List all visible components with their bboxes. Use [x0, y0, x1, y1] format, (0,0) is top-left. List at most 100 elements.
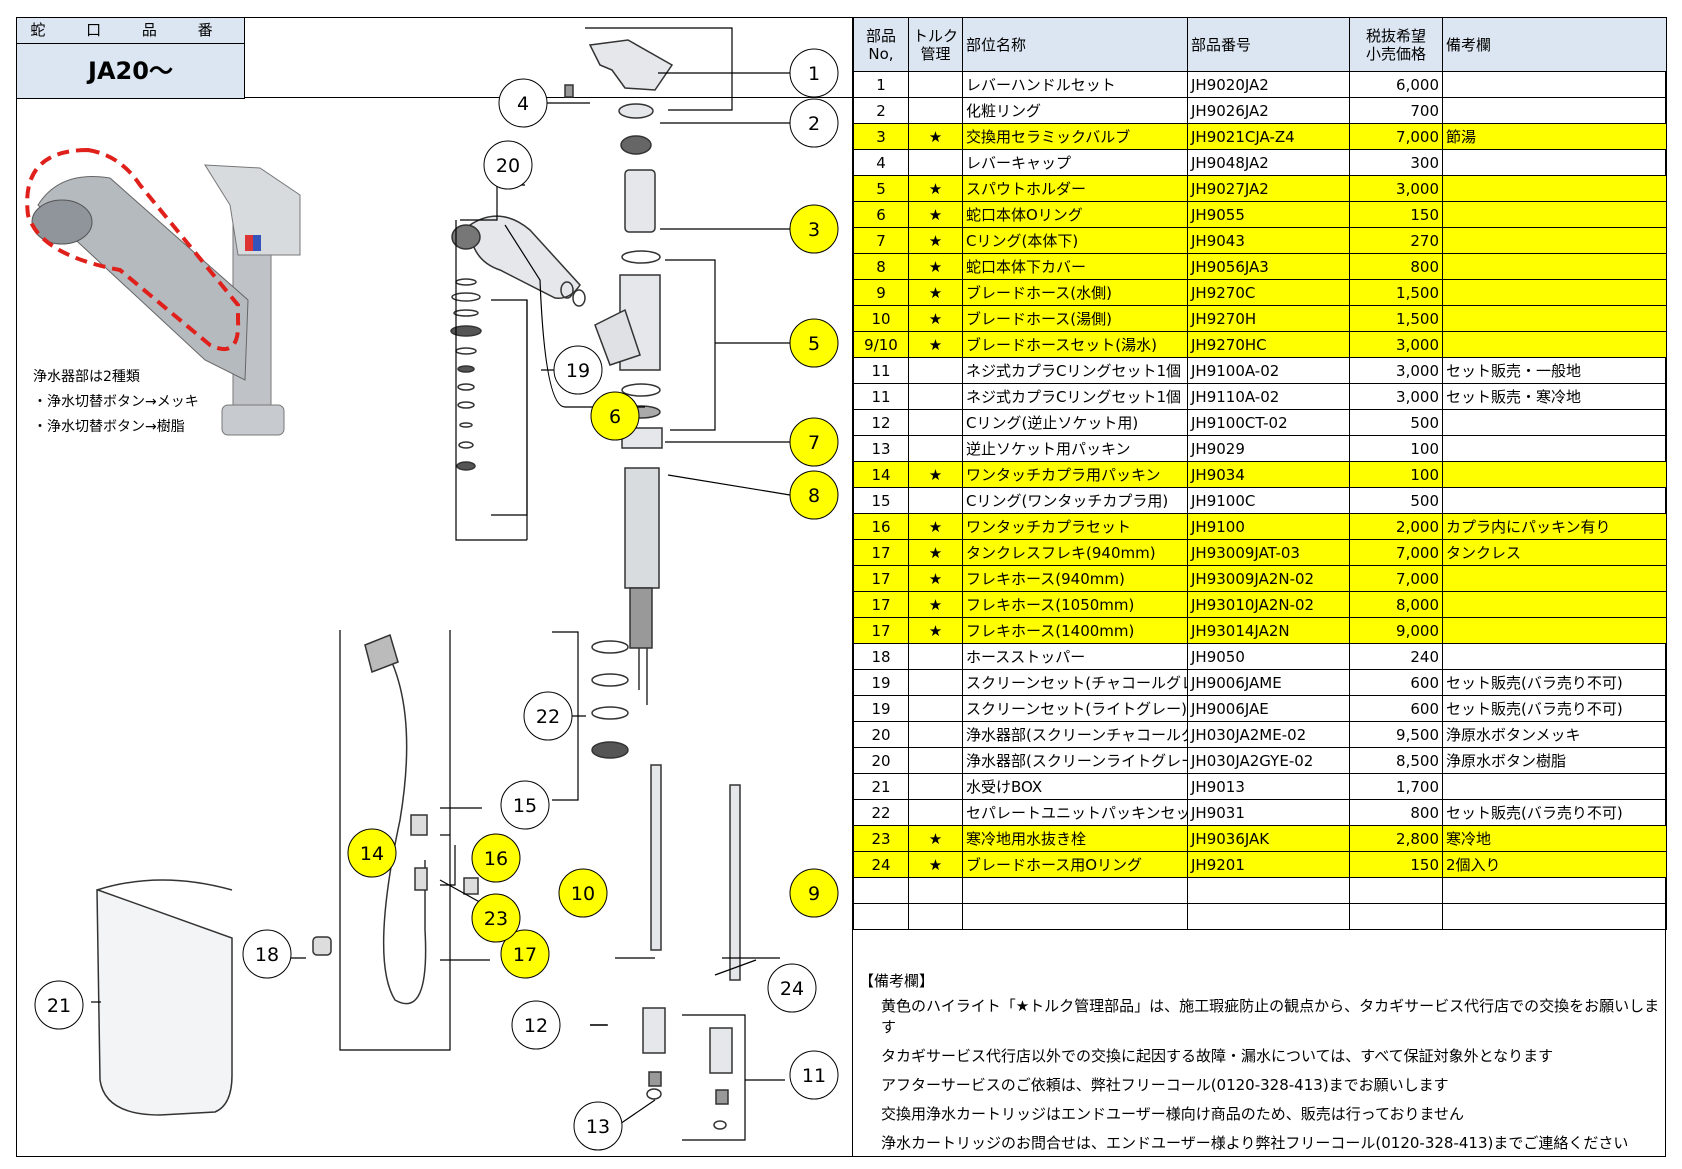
- part-code: JH9055: [1187, 201, 1350, 228]
- part-name: 蛇口本体Oリング: [962, 201, 1188, 228]
- part-no: 21: [853, 773, 909, 800]
- part-price: 7,000: [1349, 565, 1443, 592]
- part-no: 3: [853, 123, 909, 150]
- part-no: 20: [853, 747, 909, 774]
- part-name: タンクレスフレキ(940mm): [962, 539, 1188, 566]
- part-price: [1349, 877, 1443, 904]
- torque-mark: [908, 903, 963, 930]
- part-name: スクリーンセット(チャコールグレー): [962, 669, 1188, 696]
- part-code: JH9270H: [1187, 305, 1350, 332]
- callout-24: 24: [767, 963, 817, 1013]
- callout-19: 19: [553, 345, 603, 395]
- svg-text:1: 1: [808, 63, 820, 85]
- part-remarks: 寒冷地: [1442, 825, 1667, 852]
- part-code: JH9029: [1187, 435, 1350, 462]
- part-name: [962, 877, 1188, 904]
- note-line: 浄水器部は2種類: [33, 369, 140, 385]
- part-remarks: [1442, 409, 1667, 436]
- part-name: ホースストッパー: [962, 643, 1188, 670]
- part-name: 浄水器部(スクリーンライトグレー): [962, 747, 1188, 774]
- callout-7: 7: [789, 417, 839, 467]
- part-code: JH9036JAK: [1187, 825, 1350, 852]
- part-no: 10: [853, 305, 909, 332]
- part-no: 23: [853, 825, 909, 852]
- callouts: 1 2 3 4 5 6 7 8 9 10 11 12 13 14 15 16 1…: [34, 48, 839, 1151]
- faucet-photo: [25, 147, 301, 436]
- part-name: [962, 903, 1188, 930]
- part-remarks: [1442, 435, 1667, 462]
- callout-3: 3: [789, 204, 839, 254]
- torque-mark: ★: [908, 539, 963, 566]
- remarks-line: アフターサービスのご依頼は、弊社フリーコール(0120-328-413)までお願…: [881, 1076, 1449, 1094]
- callout-22: 22: [523, 691, 573, 741]
- part-price: 270: [1349, 227, 1443, 254]
- part-remarks: セット販売(バラ売り不可): [1442, 695, 1667, 722]
- part-name: セパレートユニットパッキンセット: [962, 799, 1188, 826]
- callout-9: 9: [789, 868, 839, 918]
- part-no: 14: [853, 461, 909, 488]
- part-no: 1: [853, 71, 909, 98]
- part-code: JH9006JAE: [1187, 695, 1350, 722]
- part-no: 18: [853, 643, 909, 670]
- svg-text:5: 5: [808, 333, 820, 355]
- part-remarks: [1442, 877, 1667, 904]
- svg-text:14: 14: [360, 843, 384, 865]
- parts-drawing: [96, 39, 741, 1130]
- part-code: JH9100: [1187, 513, 1350, 540]
- torque-mark: [908, 695, 963, 722]
- callout-23: 23: [471, 893, 521, 943]
- part-remarks: [1442, 643, 1667, 670]
- svg-text:21: 21: [47, 995, 71, 1017]
- torque-mark: [908, 747, 963, 774]
- svg-text:6: 6: [609, 406, 621, 428]
- part-remarks: [1442, 253, 1667, 280]
- part-code: JH9270HC: [1187, 331, 1350, 358]
- part-price: 100: [1349, 435, 1443, 462]
- part-no: 22: [853, 799, 909, 826]
- callout-6: 6: [590, 391, 640, 441]
- part-no: 17: [853, 539, 909, 566]
- part-remarks: カプラ内にパッキン有り: [1442, 513, 1667, 540]
- part-price: 1,500: [1349, 305, 1443, 332]
- header-divider: [16, 97, 852, 98]
- part-no: 11: [853, 383, 909, 410]
- part-name: レバーハンドルセット: [962, 71, 1188, 98]
- svg-text:3: 3: [808, 219, 820, 241]
- col-header-torque: トルク 管理: [908, 17, 963, 72]
- torque-mark: [908, 669, 963, 696]
- model-header: 蛇 口 品 番 JA20～: [16, 17, 245, 99]
- part-code: JH9100CT-02: [1187, 409, 1350, 436]
- part-name: レバーキャップ: [962, 149, 1188, 176]
- part-price: 3,000: [1349, 175, 1443, 202]
- part-name: フレキホース(1400mm): [962, 617, 1188, 644]
- torque-mark: [908, 409, 963, 436]
- part-code: [1187, 877, 1350, 904]
- callout-13: 13: [573, 1101, 623, 1151]
- part-no: 8: [853, 253, 909, 280]
- part-code: JH9034: [1187, 461, 1350, 488]
- svg-text:24: 24: [780, 978, 804, 1000]
- part-price: 7,000: [1349, 539, 1443, 566]
- part-remarks: [1442, 97, 1667, 124]
- model-header-title: 蛇 口 品 番: [17, 18, 244, 44]
- callout-18: 18: [242, 929, 292, 979]
- part-name: ネジ式カプラCリングセット1個: [962, 357, 1188, 384]
- part-remarks: [1442, 71, 1667, 98]
- part-code: [1187, 903, 1350, 930]
- part-price: 100: [1349, 461, 1443, 488]
- part-name: Cリング(ワンタッチカプラ用): [962, 487, 1188, 514]
- callout-21: 21: [34, 980, 84, 1030]
- part-name: スクリーンセット(ライトグレー): [962, 695, 1188, 722]
